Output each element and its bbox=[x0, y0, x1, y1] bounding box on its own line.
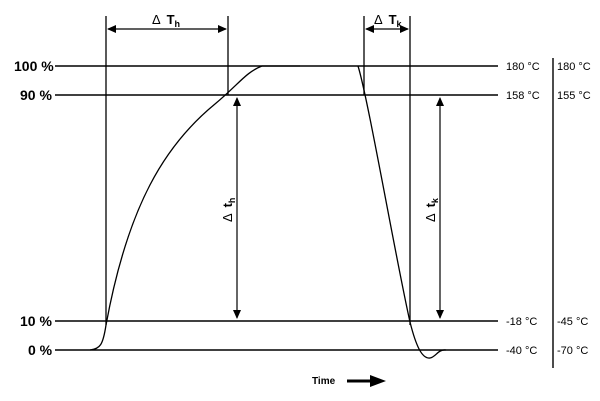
temp-a-0: -40 °C bbox=[506, 345, 537, 357]
time-label: Time bbox=[312, 376, 336, 387]
level-label-0: 0 % bbox=[28, 342, 53, 358]
delta-th-label: Δ th bbox=[220, 198, 237, 222]
level-label-10: 10 % bbox=[20, 313, 52, 329]
temp-a-90: 158 °C bbox=[506, 90, 540, 102]
delta-tk-label: Δ tk bbox=[423, 197, 440, 222]
level-label-90: 90 % bbox=[20, 87, 52, 103]
temp-b-10: -45 °C bbox=[557, 316, 588, 328]
delta-Tk-label: Δ Tk bbox=[374, 12, 403, 29]
temp-b-90: 155 °C bbox=[557, 90, 591, 102]
heating-curve bbox=[89, 65, 300, 351]
temp-b-100: 180 °C bbox=[557, 61, 591, 73]
temp-a-10: -18 °C bbox=[506, 316, 537, 328]
temp-b-0: -70 °C bbox=[557, 345, 588, 357]
time-arrow-icon bbox=[347, 375, 386, 387]
level-label-100: 100 % bbox=[14, 58, 54, 74]
temp-a-100: 180 °C bbox=[506, 61, 540, 73]
delta-Th-label: Δ Th bbox=[152, 12, 180, 29]
